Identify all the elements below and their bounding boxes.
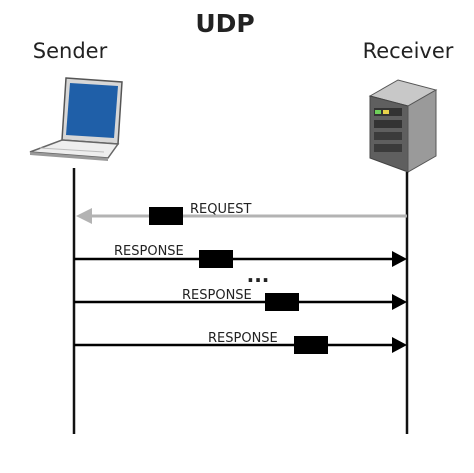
response-label-1: RESPONSE [114, 244, 184, 259]
request-label: REQUEST [190, 202, 251, 217]
receiver-label: Receiver [363, 39, 454, 63]
server-icon [368, 79, 438, 173]
sender-label: Sender [33, 39, 108, 63]
ellipsis: ... [247, 263, 270, 287]
request-message: REQUEST [76, 202, 407, 225]
packet-block [149, 207, 183, 225]
laptop-icon [29, 77, 123, 161]
arrowhead-right [392, 337, 407, 353]
response-message-1: RESPONSE [74, 244, 407, 268]
response-message-3: RESPONSE [74, 331, 407, 354]
arrowhead-right [392, 294, 407, 310]
response-label-3: RESPONSE [208, 331, 278, 346]
packet-block [294, 336, 328, 354]
response-label-2: RESPONSE [182, 288, 252, 303]
packet-block [199, 250, 233, 268]
response-message-2: RESPONSE [74, 288, 407, 311]
arrowhead-right [392, 251, 407, 267]
arrowhead-left [76, 208, 92, 224]
packet-block [265, 293, 299, 311]
diagram-title: UDP [195, 9, 254, 38]
